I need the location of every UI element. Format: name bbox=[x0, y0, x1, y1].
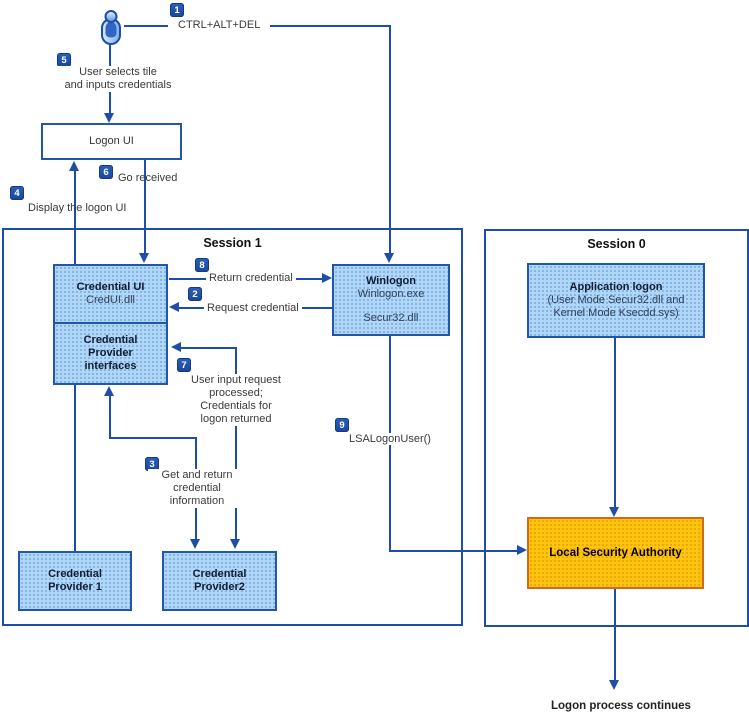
logon-ui-label: Logon UI bbox=[89, 135, 134, 147]
arrowhead-into-lsa bbox=[517, 545, 527, 555]
step-badge-6: 6 bbox=[99, 165, 113, 179]
credential-ui-title: Credential UI bbox=[76, 281, 145, 293]
line-display-logonui bbox=[74, 171, 76, 264]
cp2-line2: Provider2 bbox=[194, 581, 245, 593]
line-ctrlaltdel-down bbox=[389, 25, 391, 253]
step-badge-3: 3 bbox=[145, 457, 159, 471]
arrowhead-into-winlogon bbox=[384, 253, 394, 263]
credential-provider2-box: Credential Provider2 bbox=[162, 551, 277, 611]
line-ctrlaltdel-right bbox=[270, 25, 391, 27]
session1-container: Session 1 bbox=[2, 228, 463, 626]
winlogon-secur32: Secur32.dll bbox=[363, 312, 419, 324]
arrowhead-user-input bbox=[171, 342, 181, 352]
session0-title: Session 0 bbox=[587, 237, 646, 251]
user-selects-label: User selects tile and inputs credentials bbox=[47, 66, 189, 92]
credential-provider1-box: Credential Provider 1 bbox=[18, 551, 132, 611]
credential-ui-subtitle: CredUI.dll bbox=[86, 294, 135, 306]
winlogon-title: Winlogon bbox=[366, 275, 416, 287]
application-logon-title: Application logon bbox=[569, 281, 663, 293]
line-to-provider1 bbox=[74, 385, 76, 551]
arrowhead-applogon-lsa bbox=[609, 507, 619, 517]
line-ctrlaltdel-left bbox=[124, 25, 168, 27]
step-badge-4: 4 bbox=[10, 186, 24, 200]
arrowhead-into-provider2-left bbox=[190, 539, 200, 549]
arrowhead-display-logonui bbox=[69, 161, 79, 171]
step-badge-8: 8 bbox=[195, 258, 209, 272]
return-credential-label: Return credential bbox=[206, 272, 296, 284]
get-return-line3: information bbox=[169, 495, 225, 507]
user-icon bbox=[101, 10, 121, 45]
logon-ui-box: Logon UI bbox=[41, 123, 182, 160]
line-get-return-h bbox=[109, 437, 197, 439]
cpi-line2: Provider bbox=[88, 347, 133, 359]
user-input-line2: processed; bbox=[209, 387, 263, 399]
application-logon-box: Application logon (User Mode Secur32.dll… bbox=[527, 263, 705, 338]
user-selects-line2: and inputs credentials bbox=[64, 79, 172, 91]
cpi-line3: interfaces bbox=[84, 360, 137, 372]
winlogon-exe: Winlogon.exe bbox=[357, 288, 425, 300]
user-input-line3: Credentials for bbox=[200, 400, 272, 412]
session0-container: Session 0 bbox=[484, 229, 749, 627]
credential-ui-box: Credential UI CredUI.dll bbox=[53, 264, 168, 324]
display-logon-ui-label: Display the logon UI bbox=[28, 202, 127, 214]
arrowhead-continue bbox=[609, 680, 619, 690]
line-user-input-h bbox=[181, 347, 237, 349]
step-badge-9: 9 bbox=[335, 418, 349, 432]
ctrl-alt-del-label: CTRL+ALT+DEL bbox=[178, 19, 261, 31]
winlogon-box: Winlogon Winlogon.exe Secur32.dll bbox=[332, 264, 450, 336]
step-badge-5: 5 bbox=[57, 53, 71, 67]
arrowhead-request-credential bbox=[169, 302, 179, 312]
lsalogonuser-label: LSALogonUser() bbox=[346, 433, 434, 445]
session1-title: Session 1 bbox=[203, 236, 262, 250]
get-return-line1: Get and return bbox=[161, 469, 233, 481]
arrowhead-return-credential bbox=[322, 273, 332, 283]
logon-process-continues-label: Logon process continues bbox=[551, 700, 691, 712]
step-badge-1: 1 bbox=[170, 3, 184, 17]
credential-provider-interfaces-box: Credential Provider interfaces bbox=[53, 322, 168, 385]
line-go-received bbox=[144, 160, 146, 254]
user-input-request-label: User input request processed; Credential… bbox=[179, 374, 293, 426]
arrowhead-into-provider2-right bbox=[230, 539, 240, 549]
arrowhead-into-logonui bbox=[104, 113, 114, 123]
request-credential-label: Request credential bbox=[204, 302, 302, 314]
local-security-authority-box: Local Security Authority bbox=[527, 517, 704, 589]
line-lsa-continue bbox=[614, 589, 616, 681]
get-return-line2: credential bbox=[173, 482, 221, 494]
step-badge-2: 2 bbox=[188, 287, 202, 301]
get-and-return-label: Get and return credential information bbox=[148, 469, 246, 508]
step-badge-7: 7 bbox=[177, 358, 191, 372]
user-input-line1: User input request bbox=[191, 374, 281, 386]
cp1-line2: Provider 1 bbox=[48, 581, 102, 593]
line-get-return-v1 bbox=[109, 395, 111, 438]
cpi-line1: Credential bbox=[83, 334, 138, 346]
lsa-title: Local Security Authority bbox=[549, 546, 682, 559]
user-input-line4: logon returned bbox=[200, 413, 272, 425]
application-logon-line2: (User Mode Secur32.dll and bbox=[547, 294, 685, 306]
arrowhead-go-received bbox=[139, 253, 149, 263]
go-received-label: Go received bbox=[118, 172, 178, 184]
application-logon-line3: Kernel Mode Ksecdd.sys) bbox=[553, 307, 679, 319]
cp2-line1: Credential bbox=[192, 568, 247, 580]
arrowhead-into-interfaces bbox=[104, 386, 114, 396]
line-user-input-v bbox=[235, 347, 237, 540]
line-applogon-to-lsa bbox=[614, 338, 616, 508]
cp1-line1: Credential bbox=[48, 568, 102, 580]
user-selects-line1: User selects tile bbox=[79, 66, 157, 78]
line-lsalogonuser-h bbox=[389, 550, 518, 552]
